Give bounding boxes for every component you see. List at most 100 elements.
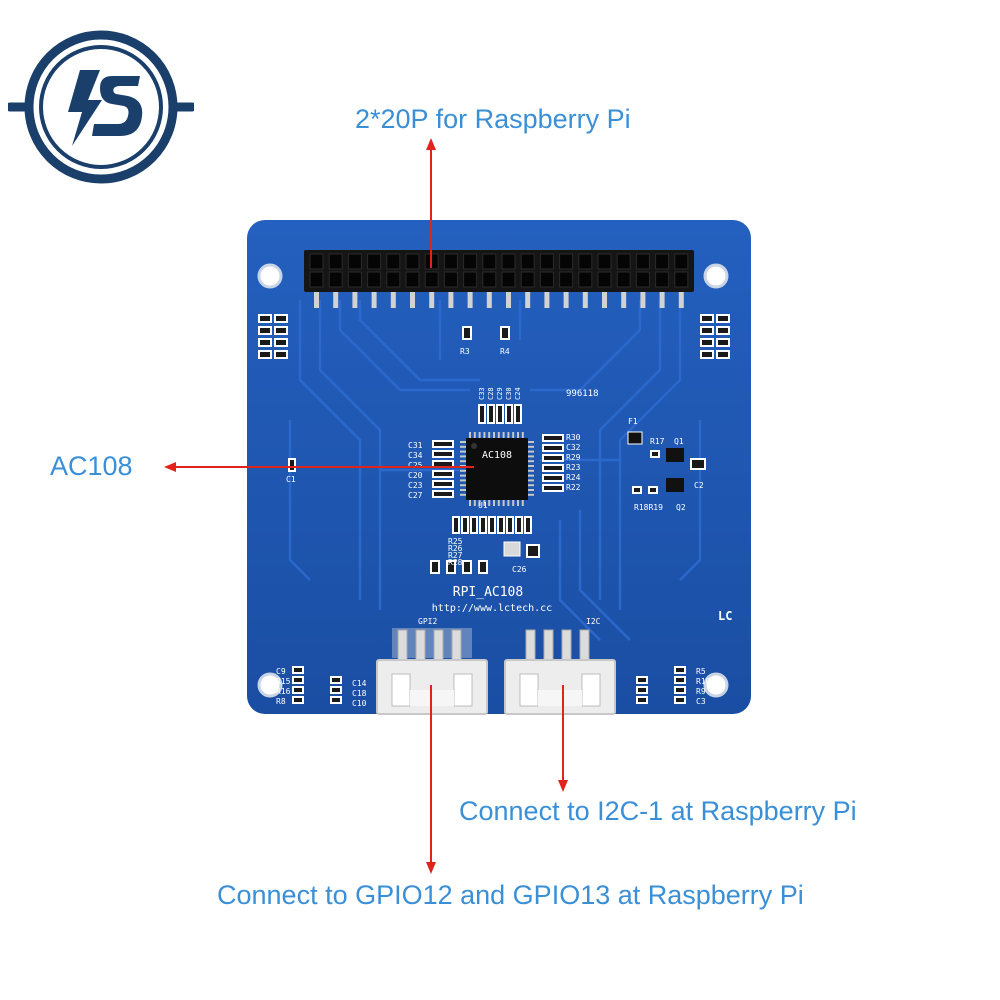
header-socket xyxy=(674,271,689,288)
smd-body xyxy=(638,698,646,702)
brand-mark: LC xyxy=(718,609,732,623)
smd-body xyxy=(276,328,286,333)
smd-body xyxy=(507,406,511,422)
header-socket xyxy=(347,271,362,288)
header-socket xyxy=(578,271,593,288)
header-pin xyxy=(582,292,588,308)
header-socket xyxy=(559,253,574,270)
header-socket xyxy=(405,253,420,270)
connector-pin xyxy=(543,629,554,661)
transistor-q1 xyxy=(666,448,684,462)
header-socket xyxy=(463,271,478,288)
smd-body xyxy=(652,452,658,456)
smd-body xyxy=(290,460,294,470)
header-socket xyxy=(386,271,401,288)
smd-body xyxy=(481,518,485,532)
connector-pin xyxy=(561,629,572,661)
connector-pin xyxy=(433,629,444,661)
smd-body xyxy=(480,406,484,422)
callout-i2c-label: Connect to I2C-1 at Raspberry Pi xyxy=(459,796,857,826)
header-socket xyxy=(655,253,670,270)
label-r4: R4 xyxy=(500,347,510,356)
smd-body xyxy=(276,340,286,345)
header-socket xyxy=(520,253,535,270)
smd-body xyxy=(434,442,452,446)
label-c2: C2 xyxy=(694,481,704,490)
smd-body xyxy=(260,340,270,345)
smd-body xyxy=(464,328,470,338)
header-socket xyxy=(463,253,478,270)
header-socket xyxy=(501,253,516,270)
smd-body xyxy=(499,518,503,532)
fuse-f1 xyxy=(627,431,643,445)
label-c1: C1 xyxy=(286,475,296,484)
smd-body xyxy=(634,488,640,492)
smd-body xyxy=(434,492,452,496)
smd-body xyxy=(434,462,452,466)
smd-body xyxy=(718,340,728,345)
header-pin xyxy=(563,292,569,308)
smd-body xyxy=(260,328,270,333)
connector-pin xyxy=(579,629,590,661)
header-socket xyxy=(635,271,650,288)
connector-left-label: GPI2 xyxy=(418,617,437,626)
smd-body xyxy=(434,482,452,486)
silk-label: R16 xyxy=(276,687,291,696)
callout-header-label: 2*20P for Raspberry Pi xyxy=(355,104,631,134)
header-pin xyxy=(486,292,492,308)
smd-body xyxy=(480,562,486,572)
smd-body xyxy=(676,678,684,682)
label-r17: R17 xyxy=(650,437,665,446)
smd-body xyxy=(490,518,494,532)
header-socket xyxy=(328,271,343,288)
smd-body xyxy=(464,562,470,572)
smd-body xyxy=(332,678,340,682)
silk-label: C14 xyxy=(352,679,367,688)
smd-body xyxy=(276,316,286,321)
header-socket xyxy=(655,271,670,288)
connector-right-label: I2C xyxy=(586,617,601,626)
smd-body xyxy=(544,476,562,480)
connector-pin xyxy=(415,629,426,661)
gpio-header-2x20 xyxy=(304,250,694,308)
silk-label: R25 xyxy=(448,537,463,546)
crystal xyxy=(503,541,521,557)
smd-body xyxy=(718,328,728,333)
silk-label: R22 xyxy=(566,483,581,492)
label-c26: C26 xyxy=(512,565,527,574)
smd-components xyxy=(258,314,730,704)
header-socket xyxy=(539,253,554,270)
mounting-holes xyxy=(257,263,729,698)
label-r3: R3 xyxy=(460,347,470,356)
smd-body xyxy=(702,340,712,345)
smd-body xyxy=(294,698,302,702)
silk-label: C23 xyxy=(408,481,423,490)
silk-label: R23 xyxy=(566,463,581,472)
silk-label: R28 xyxy=(448,558,463,567)
header-socket xyxy=(424,271,439,288)
smd-body xyxy=(294,668,302,672)
board-url: http://www.lctech.cc xyxy=(432,603,552,614)
header-pin xyxy=(506,292,511,308)
silk-label: R8 xyxy=(276,697,286,706)
silk-label: C20 xyxy=(408,471,423,480)
smd-body xyxy=(638,678,646,682)
smd-body xyxy=(544,446,562,450)
silk-label: R24 xyxy=(566,473,581,482)
silk-label: R9 xyxy=(696,687,706,696)
smd-body xyxy=(332,698,340,702)
silk-label: C25 xyxy=(408,461,423,470)
label-q1: Q1 xyxy=(674,437,684,446)
header-socket xyxy=(539,271,554,288)
smd-body xyxy=(498,406,502,422)
header-socket xyxy=(309,253,324,270)
header-socket xyxy=(635,253,650,270)
is-logo-icon xyxy=(8,30,194,184)
smd-body xyxy=(692,460,704,468)
silk-label: C30 xyxy=(505,387,513,400)
label-q2: Q2 xyxy=(676,503,686,512)
connector-pin xyxy=(525,629,536,661)
header-pin xyxy=(467,292,473,308)
header-pin xyxy=(352,292,358,308)
smd-body xyxy=(526,518,530,532)
